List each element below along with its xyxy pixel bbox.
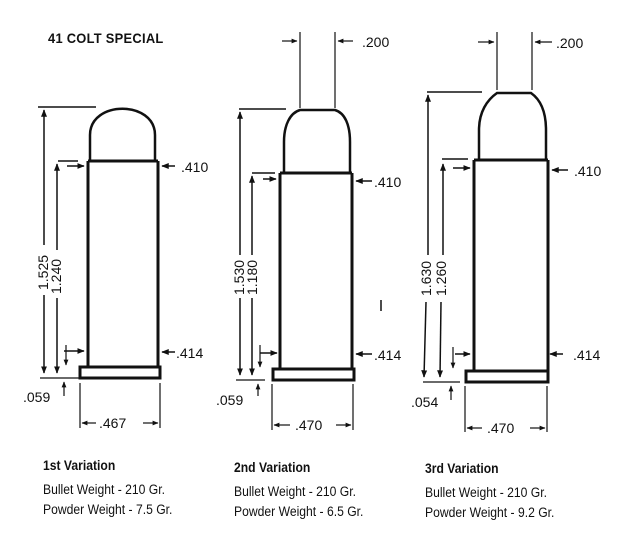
c2-neck-diameter: .410 xyxy=(374,174,401,190)
c3-rim-thickness: .054 xyxy=(411,394,438,410)
c2-case-length: 1.180 xyxy=(244,260,260,295)
variation-2-bullet-weight: Bullet Weight - 210 Gr. xyxy=(234,484,357,499)
c1-rim-thickness: .059 xyxy=(23,389,50,405)
c2-meplat: .200 xyxy=(362,34,389,50)
variation-3: 3rd Variation Bullet Weight - 210 Gr. Po… xyxy=(425,461,569,523)
cartridge-3 xyxy=(421,32,568,432)
variation-1-bullet-weight: Bullet Weight - 210 Gr. xyxy=(43,482,166,497)
cartridge-2 xyxy=(236,32,372,430)
c3-neck-diameter: .410 xyxy=(574,163,601,179)
variation-1-title: 1st Variation xyxy=(43,458,116,473)
variation-2-title: 2nd Variation xyxy=(234,460,311,475)
rim-3 xyxy=(464,369,550,384)
c2-base-diameter: .414 xyxy=(374,347,401,363)
bullet-3 xyxy=(477,91,548,160)
case-2 xyxy=(278,171,354,369)
rim-1 xyxy=(78,365,162,380)
variation-1-powder-weight: Powder Weight - 7.5 Gr. xyxy=(43,502,173,517)
variation-1: 1st Variation Bullet Weight - 210 Gr. Po… xyxy=(43,458,187,520)
cartridge-1 xyxy=(38,106,175,428)
c2-rim-thickness: .059 xyxy=(216,392,243,408)
c1-base-diameter: .414 xyxy=(176,345,203,361)
c1-neck-diameter: .410 xyxy=(181,159,208,175)
variation-3-title: 3rd Variation xyxy=(425,461,499,476)
c3-base-diameter: .414 xyxy=(573,347,600,363)
variation-3-bullet-weight: Bullet Weight - 210 Gr. xyxy=(425,485,548,500)
c1-rim-diameter: .467 xyxy=(99,415,126,431)
variation-3-powder-weight: Powder Weight - 9.2 Gr. xyxy=(425,505,555,520)
c2-overall-length: 1.530 xyxy=(231,260,247,295)
variation-2-powder-weight: Powder Weight - 6.5 Gr. xyxy=(234,504,364,519)
bullet-2 xyxy=(282,108,352,173)
bullet-1 xyxy=(88,107,157,161)
c1-case-length: 1.240 xyxy=(48,259,64,294)
case-1 xyxy=(86,159,160,367)
rim-2 xyxy=(271,367,356,382)
c3-overall-length: 1.630 xyxy=(418,261,434,296)
c3-rim-diameter: .470 xyxy=(487,420,514,436)
c3-case-length: 1.260 xyxy=(433,261,449,296)
diagram-title: 41 COLT SPECIAL xyxy=(48,30,164,46)
c1-overall-length: 1.525 xyxy=(35,255,51,290)
case-3 xyxy=(472,158,550,371)
c3-meplat: .200 xyxy=(556,35,583,51)
c2-rim-diameter: .470 xyxy=(295,417,322,433)
variation-2: 2nd Variation Bullet Weight - 210 Gr. Po… xyxy=(234,460,378,522)
